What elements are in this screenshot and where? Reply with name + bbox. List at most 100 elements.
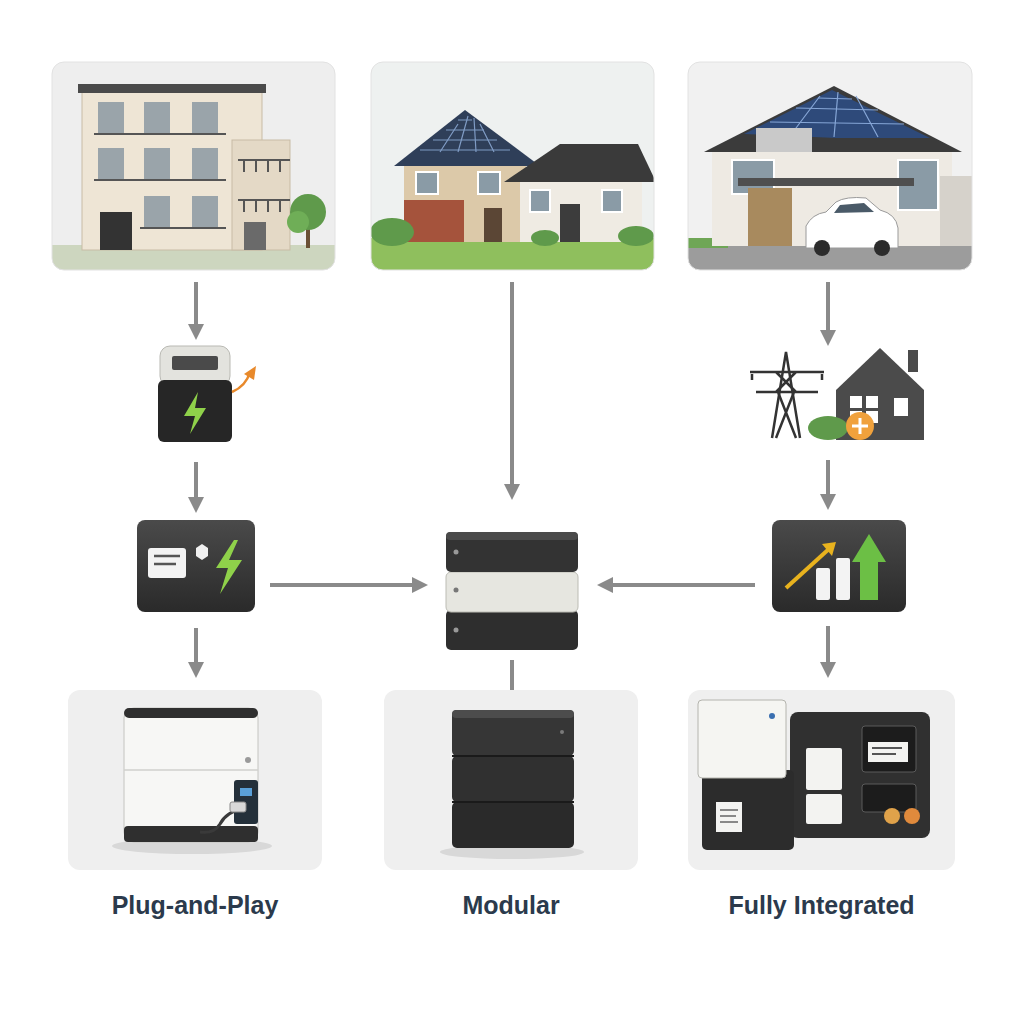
grid-house-icon-part [850, 396, 862, 408]
panel-frame [371, 62, 654, 270]
modern-house-scene-part [814, 240, 830, 256]
solar-houses-scene-part-part [420, 120, 510, 150]
solar-houses-scene-part [484, 208, 502, 242]
system-panel: Plug-and-Play [68, 690, 322, 920]
flow-arrow-part [510, 282, 514, 492]
modern-house-scene-part [704, 86, 962, 152]
apartment-scene-part [192, 148, 218, 180]
modular-battery [440, 710, 584, 859]
system-label: Modular [384, 890, 638, 920]
integrated-system-part [872, 748, 902, 754]
stacked-battery-icon [446, 532, 578, 650]
flow-arrow-part [194, 462, 198, 505]
apartment-scene-part [78, 84, 266, 93]
solar-houses-scene-part [371, 218, 414, 246]
modern-house-scene-part [748, 188, 792, 246]
modern-house-scene-part [756, 128, 812, 152]
apartment-scene-part [287, 211, 309, 233]
chart-icon-part [772, 520, 906, 612]
apartment-scene-part [144, 196, 170, 228]
solar-houses-scene-part [416, 172, 438, 194]
stacked-battery-icon-part [454, 628, 459, 633]
system-panel-part [384, 690, 638, 870]
stacked-battery-icon-part [446, 532, 578, 572]
integrated-system-part [790, 712, 930, 838]
apartment-scene-part [98, 102, 124, 134]
modern-house-scene-part [834, 203, 874, 213]
modern-house-scene-part [874, 240, 890, 256]
integrated-system-part [698, 700, 786, 778]
integrated-system [698, 700, 930, 850]
system-panel: Modular [384, 690, 638, 920]
modern-house-scene-part [738, 178, 914, 186]
meter-icon [158, 346, 256, 442]
plug-battery-part [124, 708, 258, 718]
stacked-battery-icon-part [446, 572, 578, 612]
solar-houses-scene-part [618, 226, 654, 246]
apartment-scene-part-part [244, 160, 280, 212]
stacked-battery-icon-part [446, 532, 578, 540]
plug-battery-part [245, 757, 251, 763]
modular-battery-part [560, 730, 564, 734]
controller-icon-part [148, 548, 186, 578]
grid-house-icon-part [808, 416, 848, 440]
plug-battery [112, 708, 272, 854]
integrated-system-part [868, 742, 908, 762]
controller-icon-part [154, 556, 180, 564]
grid-house-icon [750, 348, 924, 440]
integrated-system-part [862, 726, 916, 772]
stacked-battery-icon-part [454, 588, 459, 593]
apartment-scene-part [192, 196, 218, 228]
chart-icon-part [822, 542, 836, 556]
apartment-scene-part [100, 212, 132, 250]
solar-houses-scene-part [504, 144, 654, 182]
chart-icon-part [816, 568, 830, 600]
meter-icon-part [184, 392, 206, 434]
grid-house-icon-part [866, 396, 878, 408]
flow-arrow-part [826, 626, 830, 670]
apartment-scene-part [94, 134, 290, 228]
grid-house-icon-part-part [772, 352, 800, 438]
chart-icon-part [860, 560, 878, 600]
integrated-system-part [720, 810, 738, 822]
integrated-system-part [904, 808, 920, 824]
plug-battery-part [124, 826, 258, 842]
flow-arrow-part [826, 460, 830, 502]
grid-house-icon-part [908, 350, 918, 372]
apartment-scene-part [232, 140, 290, 250]
flow-arrow-part [605, 583, 755, 587]
panel-frame [52, 62, 335, 270]
integrated-system-part [716, 802, 742, 832]
grid-house-icon-part [846, 412, 874, 440]
solar-houses-scene [371, 62, 654, 270]
modular-battery-part [452, 802, 574, 848]
solar-houses-scene-part [530, 190, 550, 212]
meter-icon-part [158, 380, 232, 442]
modular-battery-part [452, 756, 574, 802]
system-panel-part [688, 690, 955, 870]
system-label: Plug-and-Play [68, 890, 322, 920]
apartment-scene-part [52, 62, 335, 270]
solar-houses-scene-part [602, 190, 622, 212]
meter-icon-part [244, 366, 256, 380]
chart-icon-part [786, 548, 830, 588]
solar-houses-scene-part [404, 160, 526, 242]
system-panel-part [68, 690, 322, 870]
stacked-battery-icon-part [446, 610, 578, 650]
chart-icon [772, 520, 906, 612]
grid-house-icon-part [852, 418, 868, 434]
solar-houses-scene-part-part [440, 116, 494, 152]
solar-houses-scene-part [394, 110, 540, 166]
grid-house-icon-part [836, 348, 924, 440]
modern-house-scene [688, 62, 972, 270]
apartment-scene-part [144, 102, 170, 134]
modern-house-scene-part [688, 246, 972, 270]
apartment-scene-part-part [94, 134, 226, 228]
modern-house-scene-part [940, 176, 972, 246]
flow-arrow [196, 282, 828, 698]
solar-houses-scene-part [560, 204, 580, 242]
grid-house-icon-part-part [762, 372, 810, 438]
